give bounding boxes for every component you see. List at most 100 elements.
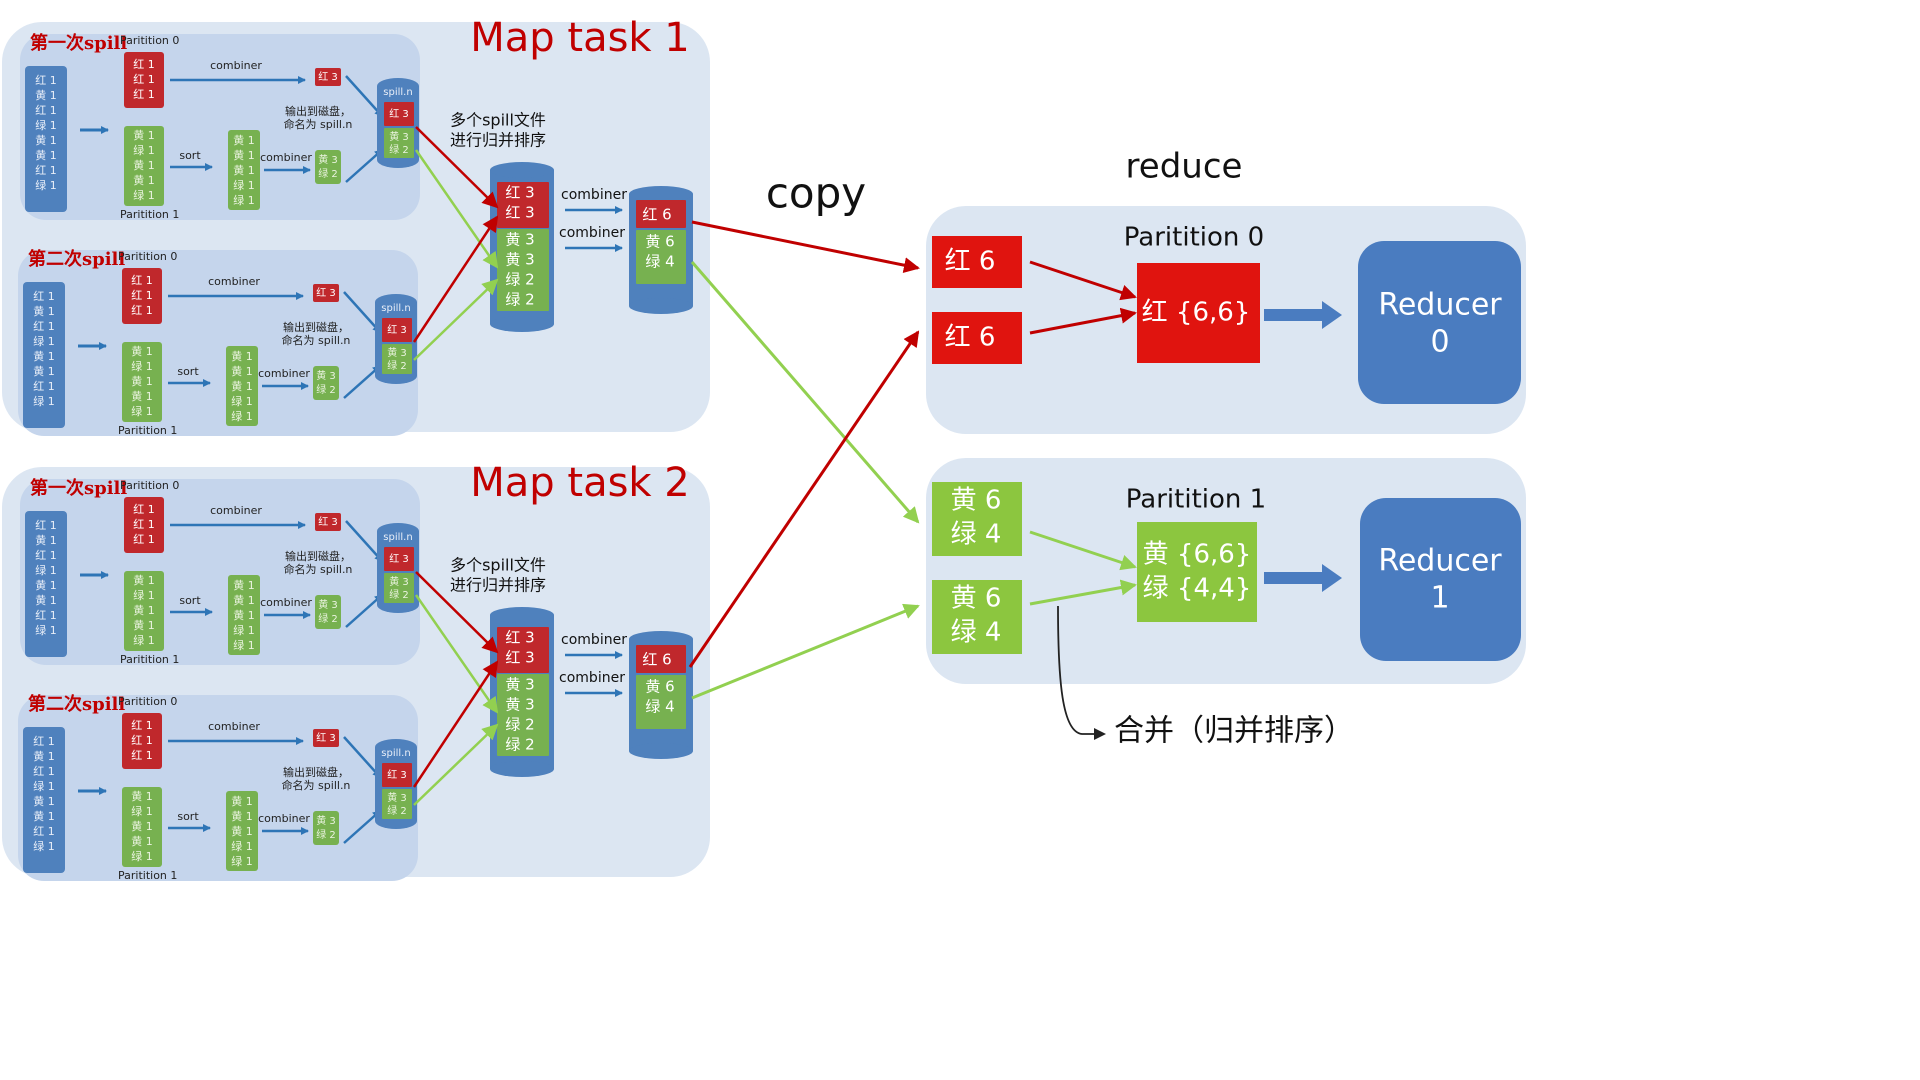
copy-green-arrow: [690, 261, 920, 524]
red-group-item: 红 1: [133, 88, 155, 101]
sorted-group-item: 黄 1: [231, 809, 253, 823]
red-combined-box: [315, 513, 341, 531]
copy-label: copy: [766, 169, 866, 218]
sorted-group-item: 黄 1: [231, 379, 253, 393]
sorted-group-item: 黄 1: [233, 148, 255, 162]
merged-item: 绿 2: [505, 716, 534, 734]
combiner-label: combiner: [210, 59, 262, 72]
map-output-red: [636, 645, 686, 673]
yg-group-item: 黄 1: [133, 618, 155, 632]
partition0-label: Paritition 0: [118, 695, 177, 708]
partition1-input-box: [932, 580, 1022, 654]
input-item: 绿 1: [33, 839, 55, 853]
combiner-label: combiner: [258, 367, 310, 380]
merged-red-box: [497, 182, 549, 228]
map-task-title: Map task 2: [470, 460, 690, 506]
red-combined: 红 3: [318, 70, 338, 83]
partition1-label: Paritition 1: [118, 869, 177, 882]
sort-label: sort: [179, 594, 201, 607]
red-group-item: 红 1: [133, 58, 155, 71]
reducer1-label: Reducer: [1378, 544, 1502, 579]
sorted-group-item: 绿 1: [231, 409, 253, 423]
input-item: 黄 1: [33, 794, 55, 808]
yg-group-item: 绿 1: [133, 588, 155, 602]
map-output-item: 绿 4: [645, 253, 674, 271]
combiner-label: combiner: [208, 720, 260, 733]
input-item: 红 1: [35, 164, 57, 177]
disk-note: 命名为 spill.n: [284, 562, 353, 576]
input-item: 红 1: [33, 320, 55, 333]
spill-red-arrow: [415, 571, 499, 654]
input-item: 绿 1: [35, 118, 57, 132]
yg-combined-item: 绿 2: [318, 612, 338, 625]
copy-red-arrow: [691, 220, 920, 274]
sorted-group-item: 绿 1: [233, 193, 255, 207]
sorted-group-item: 黄 1: [233, 578, 255, 592]
sorted-group-item: 绿 1: [233, 623, 255, 637]
spill-file-label: spill.n: [381, 303, 410, 314]
partition1-merge-arrow: [1029, 579, 1137, 606]
merge-note: 进行归并排序: [450, 131, 546, 150]
to-disk-arrow: [345, 75, 383, 117]
yg-combined-item: 绿 2: [316, 828, 336, 841]
partition0-to-reducer-arrow: [1264, 301, 1342, 329]
combiner-label: combiner: [559, 225, 625, 241]
to-disk-arrow: [343, 736, 381, 778]
spill-label: 第一次spill: [30, 477, 127, 499]
input-item: 红 1: [35, 609, 57, 622]
merge-caption: 合并（归并排序）: [1114, 714, 1354, 749]
merged-item: 黄 3: [505, 676, 534, 694]
reducer0-box: [1358, 241, 1521, 404]
spill-file-red: [384, 547, 414, 571]
partition1-input-box: [932, 482, 1022, 556]
merged-item: 红 3: [505, 204, 534, 222]
merged-item: 红 3: [505, 184, 534, 202]
input-item: 黄 1: [35, 133, 57, 147]
spill-label: 第二次spill: [28, 693, 125, 715]
combiner-label: combiner: [208, 275, 260, 288]
merge-note: 多个spill文件: [450, 556, 546, 575]
spill-file-item: 黄 3: [389, 575, 409, 588]
yg-combined-box: [315, 150, 341, 184]
input-item: 黄 1: [33, 349, 55, 363]
to-disk-arrow: [345, 520, 383, 562]
input-item: 黄 1: [33, 364, 55, 378]
spill-file-green: [384, 573, 414, 603]
spill-green-arrow: [414, 594, 499, 714]
combiner-label: combiner: [258, 812, 310, 825]
partition0-label: Paritition 0: [118, 250, 177, 263]
spill-file-item: 红 3: [387, 323, 407, 336]
map-output-item: 红 6: [642, 206, 671, 224]
yg-group-item: 绿 1: [131, 404, 153, 418]
partition1-label: Paritition 1: [120, 208, 179, 221]
partition1-label: Paritition 1: [118, 424, 177, 437]
red-combined: 红 3: [316, 731, 336, 744]
partition0-input: 红 6: [945, 323, 996, 353]
sorted-group-item: 绿 1: [233, 178, 255, 192]
partition1-merged: 黄 {6,6}: [1143, 540, 1252, 570]
red-combined: 红 3: [316, 286, 336, 299]
spill-green-arrow: [414, 149, 499, 269]
spill-file-item: 红 3: [387, 768, 407, 781]
spill-file-label: spill.n: [383, 532, 412, 543]
sorted-group-item: 绿 1: [233, 638, 255, 652]
spill-label: 第二次spill: [28, 248, 125, 270]
spill-red-arrow: [415, 126, 499, 209]
sorted-group-box: [228, 575, 260, 655]
merged-item: 绿 2: [505, 291, 534, 309]
merge-note: 多个spill文件: [450, 111, 546, 130]
disk-note: 输出到磁盘，: [285, 549, 351, 563]
input-item: 绿 1: [33, 334, 55, 348]
sort-label: sort: [179, 149, 201, 162]
merge-caption-arrow: [1057, 605, 1106, 740]
red-group-item: 红 1: [131, 274, 153, 287]
input-item: 红 1: [33, 735, 55, 748]
reducer1-label: 1: [1430, 581, 1449, 616]
partition1-input: 黄 6: [951, 486, 1002, 516]
red-combined-box: [315, 68, 341, 86]
reduce-label: reduce: [1126, 147, 1243, 187]
partition0-input-box: [932, 236, 1022, 288]
